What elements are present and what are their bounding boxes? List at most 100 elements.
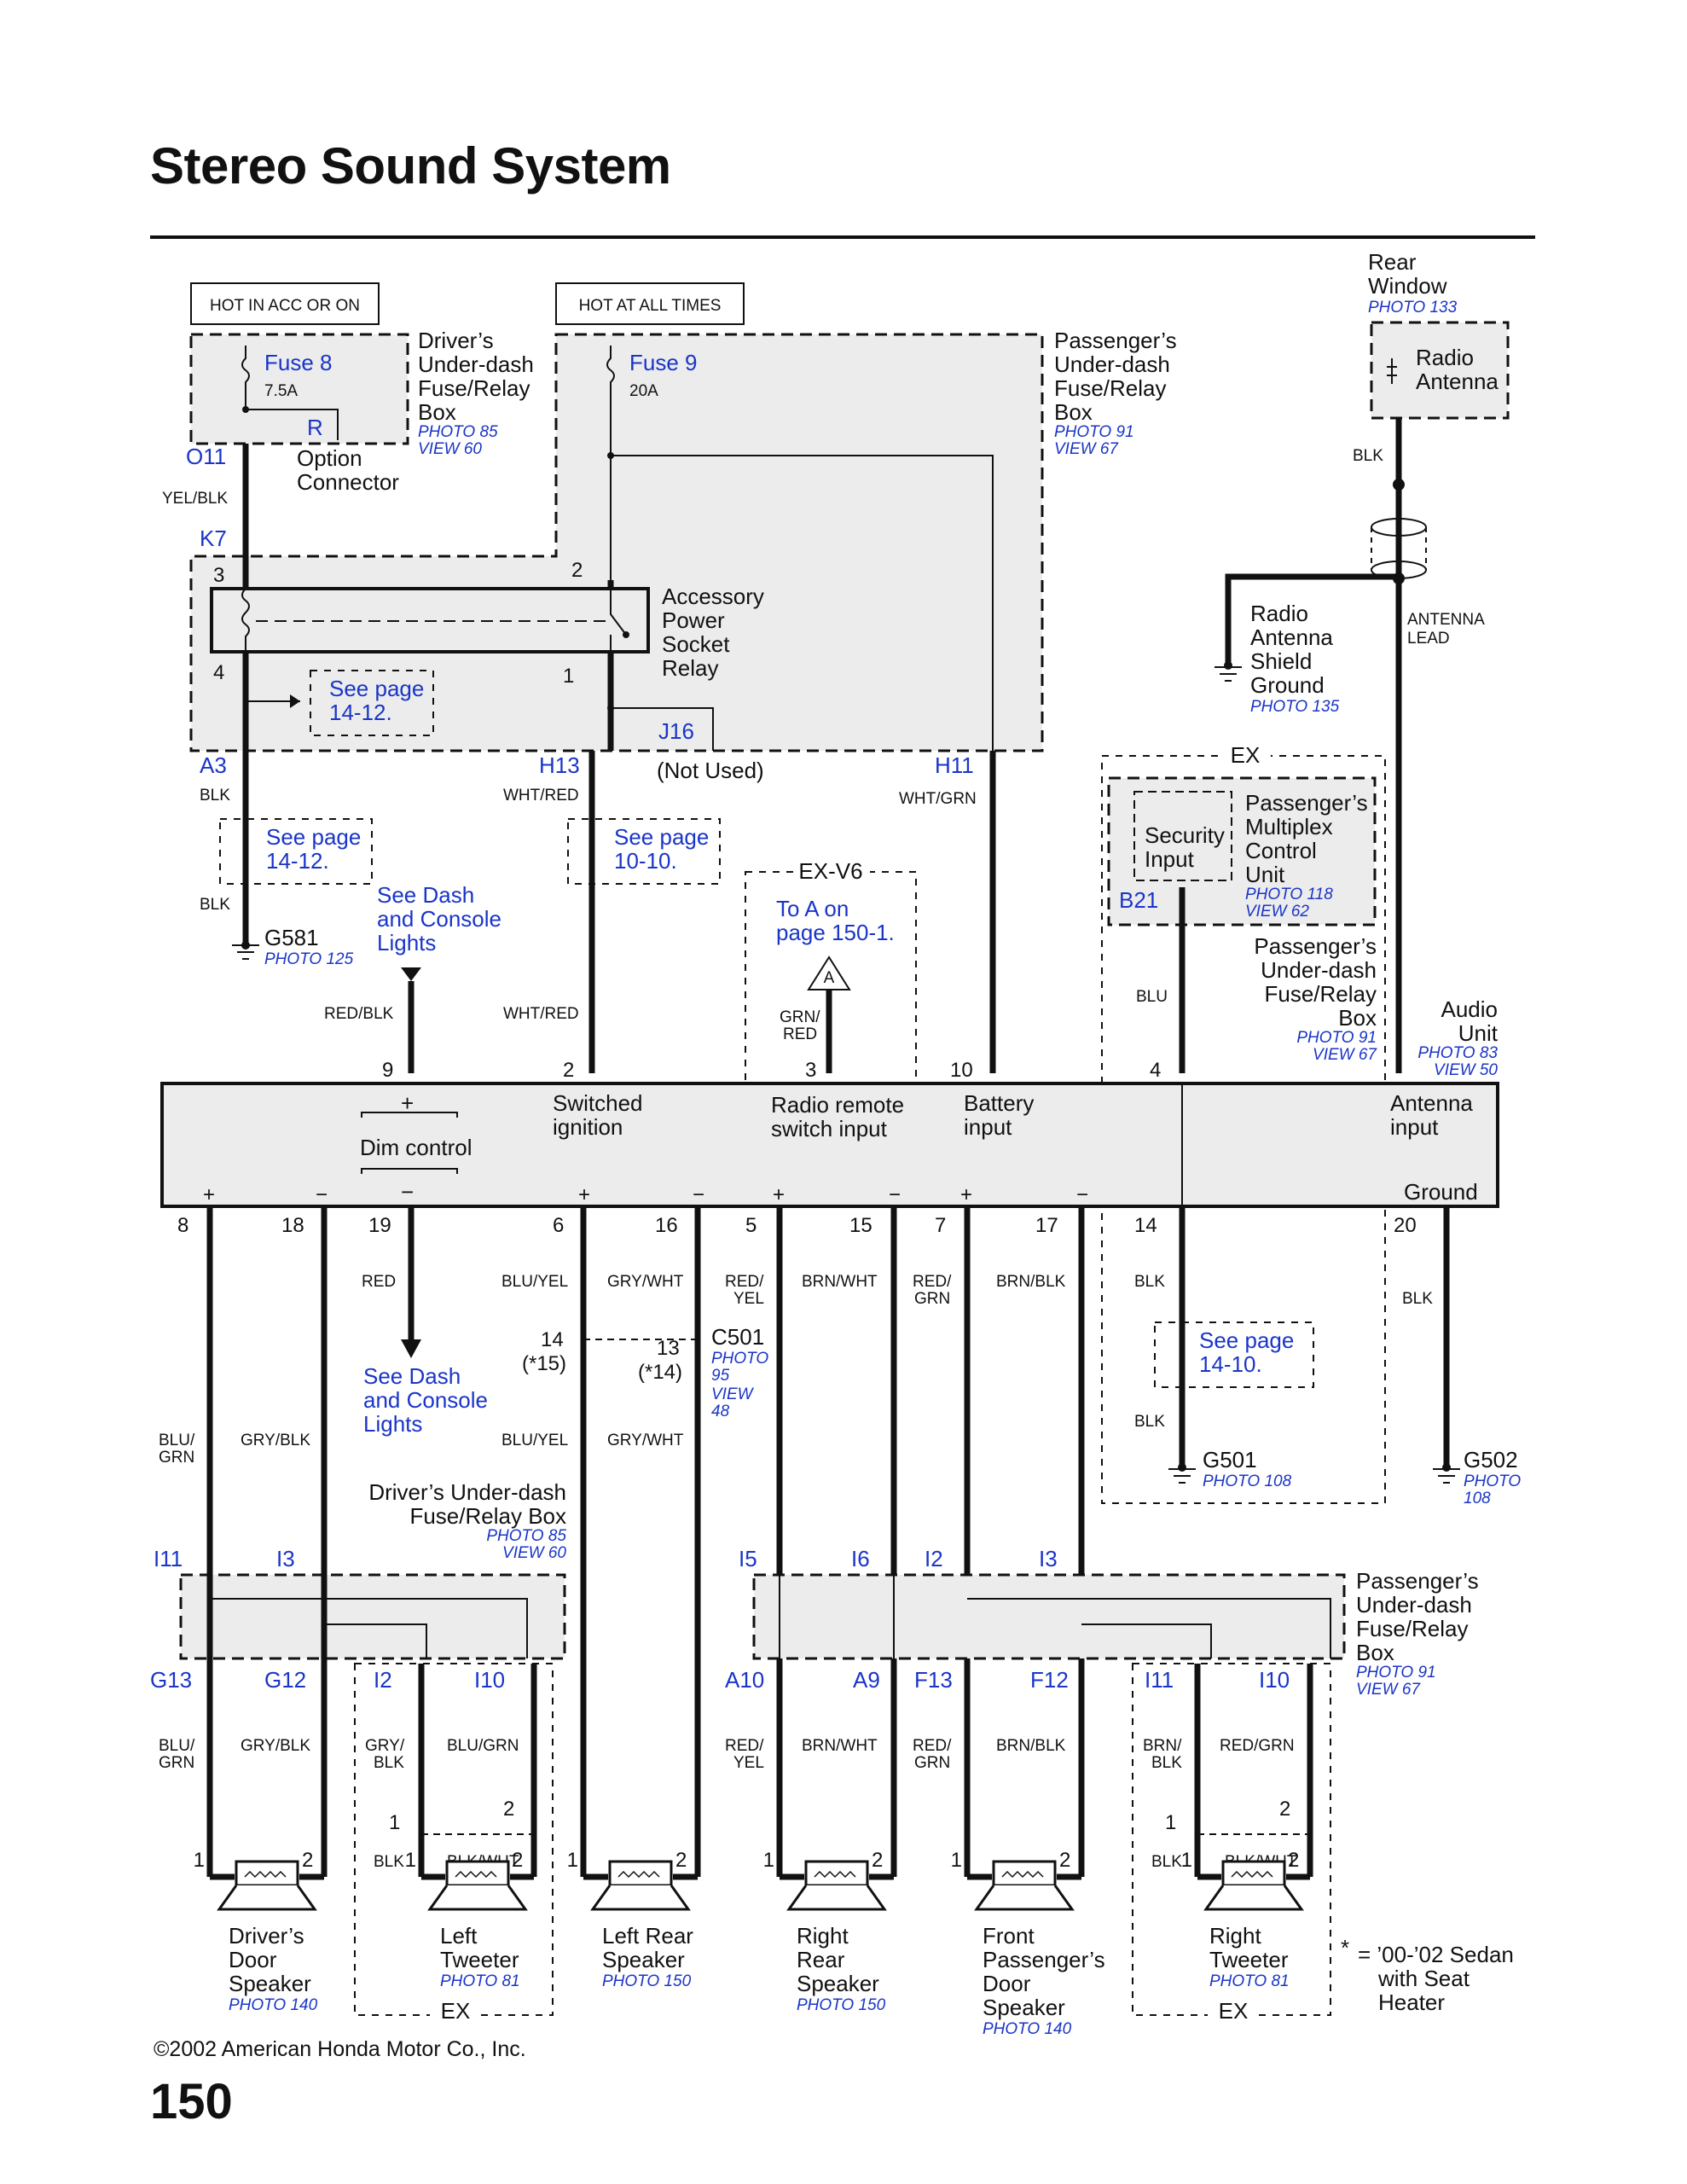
svg-text:I11: I11 <box>1145 1667 1174 1693</box>
svg-text:PHOTO 81: PHOTO 81 <box>1209 1972 1290 1990</box>
a-marker: A <box>807 956 851 990</box>
speaker-right-tweeter-pin-2: 2 <box>1288 1849 1299 1872</box>
svg-text:See page: See page <box>266 824 361 850</box>
svg-text:BLU/: BLU/ <box>159 1737 195 1755</box>
svg-text:BRN/WHT: BRN/WHT <box>802 1737 878 1755</box>
svg-text:RED: RED <box>362 1273 396 1291</box>
speaker-left-tweeter-pin-1: 1 <box>405 1849 416 1872</box>
svg-text:95: 95 <box>711 1367 730 1385</box>
svg-text:Front: Front <box>983 1923 1035 1949</box>
svg-text:108: 108 <box>1464 1490 1491 1507</box>
see-ref-switched[interactable]: See page 10-10. <box>567 818 721 885</box>
speaker-label-right-rear: Right Rear Speaker PHOTO 150 <box>797 1923 886 2014</box>
svg-text:BLU/YEL: BLU/YEL <box>501 1432 568 1449</box>
svg-text:GRY/WHT: GRY/WHT <box>607 1273 684 1291</box>
wire-color-wht-red-top: WHT/RED <box>503 787 579 804</box>
speaker-drivers-door-pin-2: 2 <box>302 1849 313 1872</box>
svg-text:F13: F13 <box>914 1667 953 1693</box>
svg-text:3: 3 <box>805 1059 816 1082</box>
svg-text:Box: Box <box>418 399 456 425</box>
wire-color-red-blk: RED/BLK <box>324 1005 394 1023</box>
see-ref-ground[interactable]: See page 14-12. <box>219 818 373 885</box>
svg-text:10: 10 <box>950 1059 973 1082</box>
svg-text:BLU/: BLU/ <box>159 1432 195 1449</box>
antenna-lead-label: ANTENNA LEAD <box>1407 611 1485 648</box>
svg-text:PHOTO 125: PHOTO 125 <box>264 950 354 968</box>
wire-color-wht-grn: WHT/GRN <box>899 790 977 808</box>
svg-text:PHOTO 135: PHOTO 135 <box>1250 698 1340 716</box>
see-ref-relay[interactable]: See page 14-12. <box>310 670 434 736</box>
see-ref-g501[interactable]: See page 14-10. <box>1154 1321 1314 1388</box>
connector-o11: O11 <box>186 444 226 469</box>
svg-text:+: + <box>203 1183 215 1206</box>
svg-text:PHOTO 108: PHOTO 108 <box>1203 1472 1292 1490</box>
svg-text:GRN: GRN <box>914 1754 950 1772</box>
svg-text:RED/: RED/ <box>913 1737 952 1755</box>
svg-text:−: − <box>1076 1183 1088 1206</box>
polarity-markers: + − + − + − + − <box>203 1183 1088 1206</box>
svg-text:14-12.: 14-12. <box>329 700 392 725</box>
svg-text:6: 6 <box>553 1214 564 1237</box>
ex-region-right-tweeter: EX <box>1132 1663 1331 2024</box>
svg-text:GRY/BLK: GRY/BLK <box>241 1737 310 1755</box>
footnote: * = ’00-’02 Sedan with Seat Heater <box>1341 1935 1514 2015</box>
svg-text:−: − <box>693 1183 704 1206</box>
see-ref-dash-lights-bottom[interactable]: See Dash and Console Lights <box>363 1363 488 1437</box>
svg-text:Speaker: Speaker <box>797 1971 879 1996</box>
svg-text:Speaker: Speaker <box>229 1971 311 1996</box>
svg-text:14-10.: 14-10. <box>1199 1351 1262 1377</box>
svg-text:VIEW 62: VIEW 62 <box>1245 903 1309 921</box>
svg-text:2: 2 <box>571 559 583 582</box>
svg-text:PHOTO 83: PHOTO 83 <box>1417 1044 1498 1062</box>
svg-text:+: + <box>960 1183 972 1206</box>
svg-text:EX-V6: EX-V6 <box>798 858 862 884</box>
svg-text:Audio: Audio <box>1441 996 1499 1022</box>
svg-text:Window: Window <box>1368 273 1447 299</box>
svg-text:Power: Power <box>662 607 725 633</box>
svg-text:15: 15 <box>849 1214 872 1237</box>
svg-text:RED/GRN: RED/GRN <box>1220 1737 1295 1755</box>
svg-text:PHOTO 133: PHOTO 133 <box>1368 299 1458 317</box>
speaker-left-tweeter-pin-2: 2 <box>512 1849 523 1872</box>
svg-text:PHOTO 140: PHOTO 140 <box>983 2020 1072 2038</box>
svg-text:I11: I11 <box>154 1546 183 1571</box>
see-ref-to-a[interactable]: To A on page 150-1. <box>776 896 895 945</box>
svg-text:Under-dash: Under-dash <box>1261 957 1377 983</box>
drivers-box-top-label: Driver’s Under-dash Fuse/Relay Box PHOTO… <box>418 328 534 458</box>
see-ref-dash-lights-top[interactable]: See Dash and Console Lights <box>377 882 501 956</box>
svg-text:BRN/BLK: BRN/BLK <box>996 1737 1066 1755</box>
svg-text:Under-dash: Under-dash <box>1054 351 1170 377</box>
power-source-always: HOT AT ALL TIMES <box>555 282 745 325</box>
svg-text:Ground: Ground <box>1250 672 1325 698</box>
svg-text:I5: I5 <box>739 1546 757 1571</box>
svg-text:Unit: Unit <box>1458 1020 1499 1046</box>
svg-text:PHOTO 91: PHOTO 91 <box>1054 423 1134 441</box>
svg-text:7: 7 <box>935 1214 946 1237</box>
dash-lights-arrow-top <box>401 967 421 981</box>
passengers-box-low <box>752 1573 1346 1660</box>
svg-text:RED/: RED/ <box>725 1737 764 1755</box>
lower-wires <box>206 1206 1450 1877</box>
svg-text:*: * <box>1341 1935 1349 1960</box>
svg-text:14: 14 <box>541 1328 564 1351</box>
audio-input-battery: Battery <box>964 1090 1034 1116</box>
svg-text:PHOTO 91: PHOTO 91 <box>1356 1664 1436 1682</box>
svg-text:See Dash: See Dash <box>377 882 474 908</box>
svg-text:Heater: Heater <box>1378 1989 1445 2015</box>
wire-colors-row-2: BLU/ GRN GRY/BLK BLU/YEL GRY/WHT <box>159 1432 684 1467</box>
svg-text:BRN/: BRN/ <box>1143 1737 1182 1755</box>
wire-color-yel-blk: YEL/BLK <box>162 490 228 508</box>
wire-colors-row-3: BLU/ GRN GRY/BLK GRY/ BLK BLU/GRN RED/ Y… <box>159 1737 1295 1772</box>
option-connector-label: Option Connector <box>297 445 399 495</box>
svg-text:Shield: Shield <box>1250 648 1312 674</box>
page-number: 150 <box>150 2074 233 2129</box>
svg-text:switch input: switch input <box>771 1116 888 1141</box>
audio-input-switched: Switched <box>553 1090 643 1116</box>
fuse-8-rating: 7.5A <box>264 382 298 400</box>
svg-text:PHOTO: PHOTO <box>1464 1472 1521 1490</box>
svg-text:9: 9 <box>382 1059 393 1082</box>
svg-text:A: A <box>824 969 835 987</box>
svg-text:Fuse/Relay: Fuse/Relay <box>1054 375 1167 401</box>
